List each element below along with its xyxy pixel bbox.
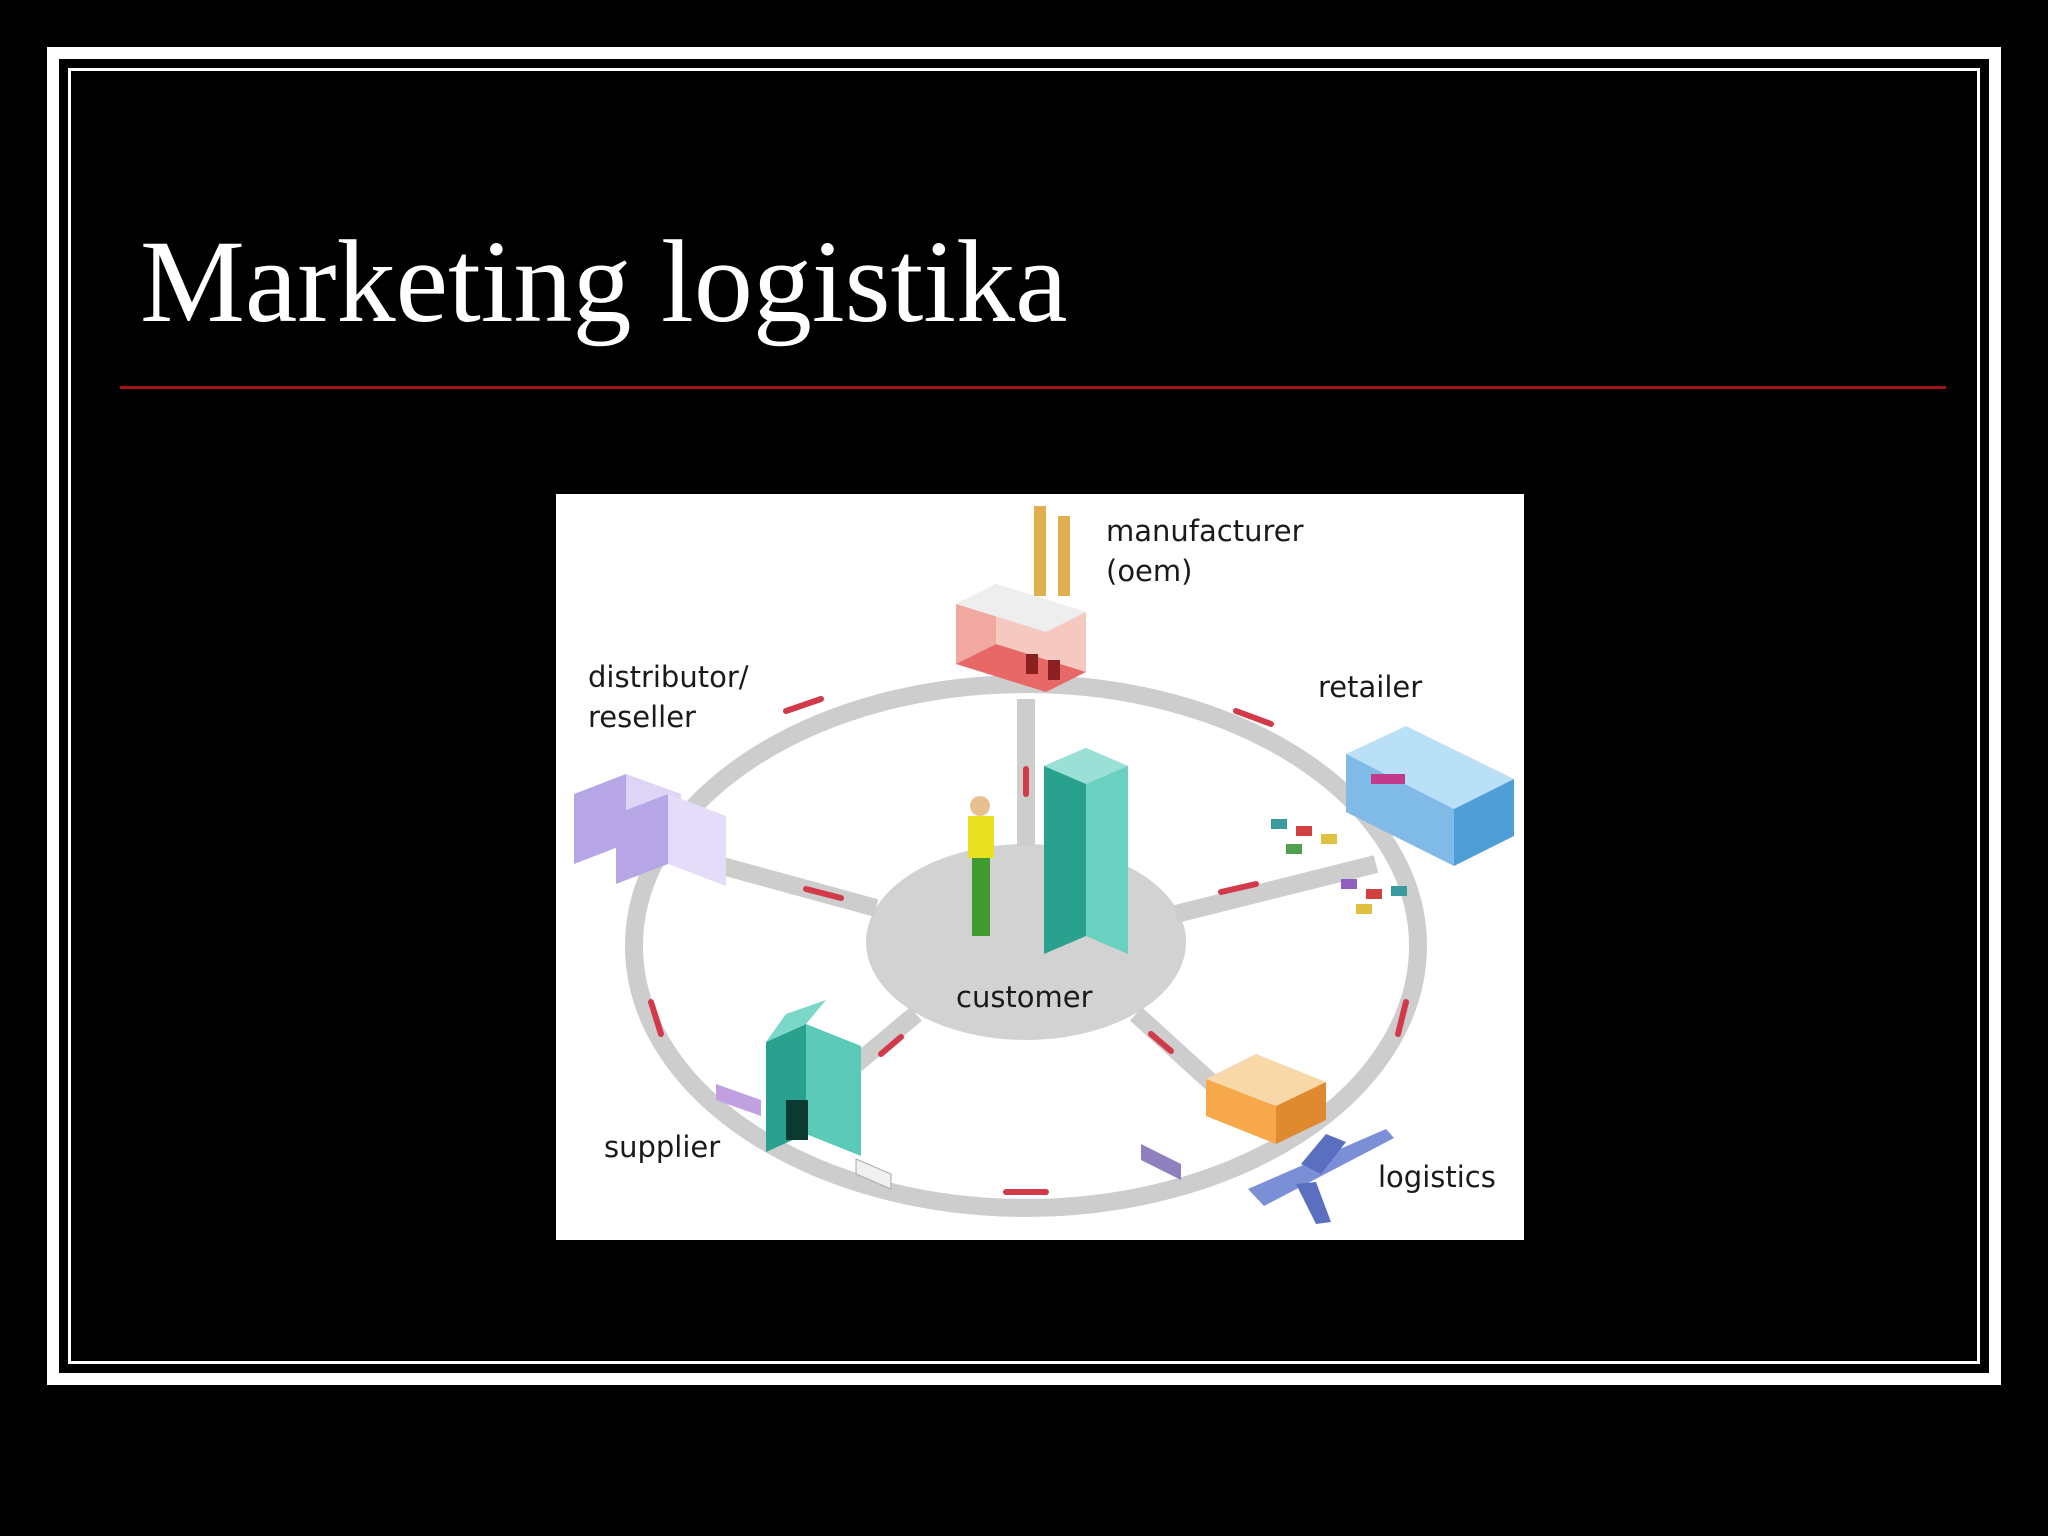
diagram-canvas (574, 506, 1514, 1224)
label-distributor-line1: distributor/ (588, 660, 749, 694)
label-supplier: supplier (604, 1130, 721, 1164)
label-logistics: logistics (1378, 1160, 1496, 1194)
label-customer: customer (956, 980, 1093, 1014)
spoke-retailer (1173, 855, 1379, 923)
supplier-building-icon (766, 1000, 861, 1156)
car-icon (1271, 819, 1407, 914)
store-icon (1346, 726, 1514, 866)
slide-inner-frame (68, 68, 1980, 1364)
factory-icon (956, 506, 1086, 692)
slide-outer-frame (47, 47, 2001, 1385)
label-retailer: retailer (1318, 670, 1423, 704)
label-manufacturer-line2: (oem) (1106, 554, 1193, 588)
supply-chain-diagram: manufacturer (oem) distributor/ reseller… (556, 494, 1524, 1240)
label-manufacturer-line1: manufacturer (1106, 514, 1304, 548)
office-building-icon (1044, 748, 1128, 954)
warehouse-icon (574, 774, 726, 886)
title-underline-rule (120, 386, 1946, 389)
slide-title: Marketing logistika (140, 216, 1068, 347)
person-icon (968, 796, 994, 936)
logistics-depot-icon (1206, 1054, 1326, 1144)
airplane-icon (1248, 1129, 1394, 1224)
road-dashes (648, 696, 1409, 1195)
label-distributor-line2: reseller (588, 700, 696, 734)
truck-icon (716, 1084, 1181, 1190)
